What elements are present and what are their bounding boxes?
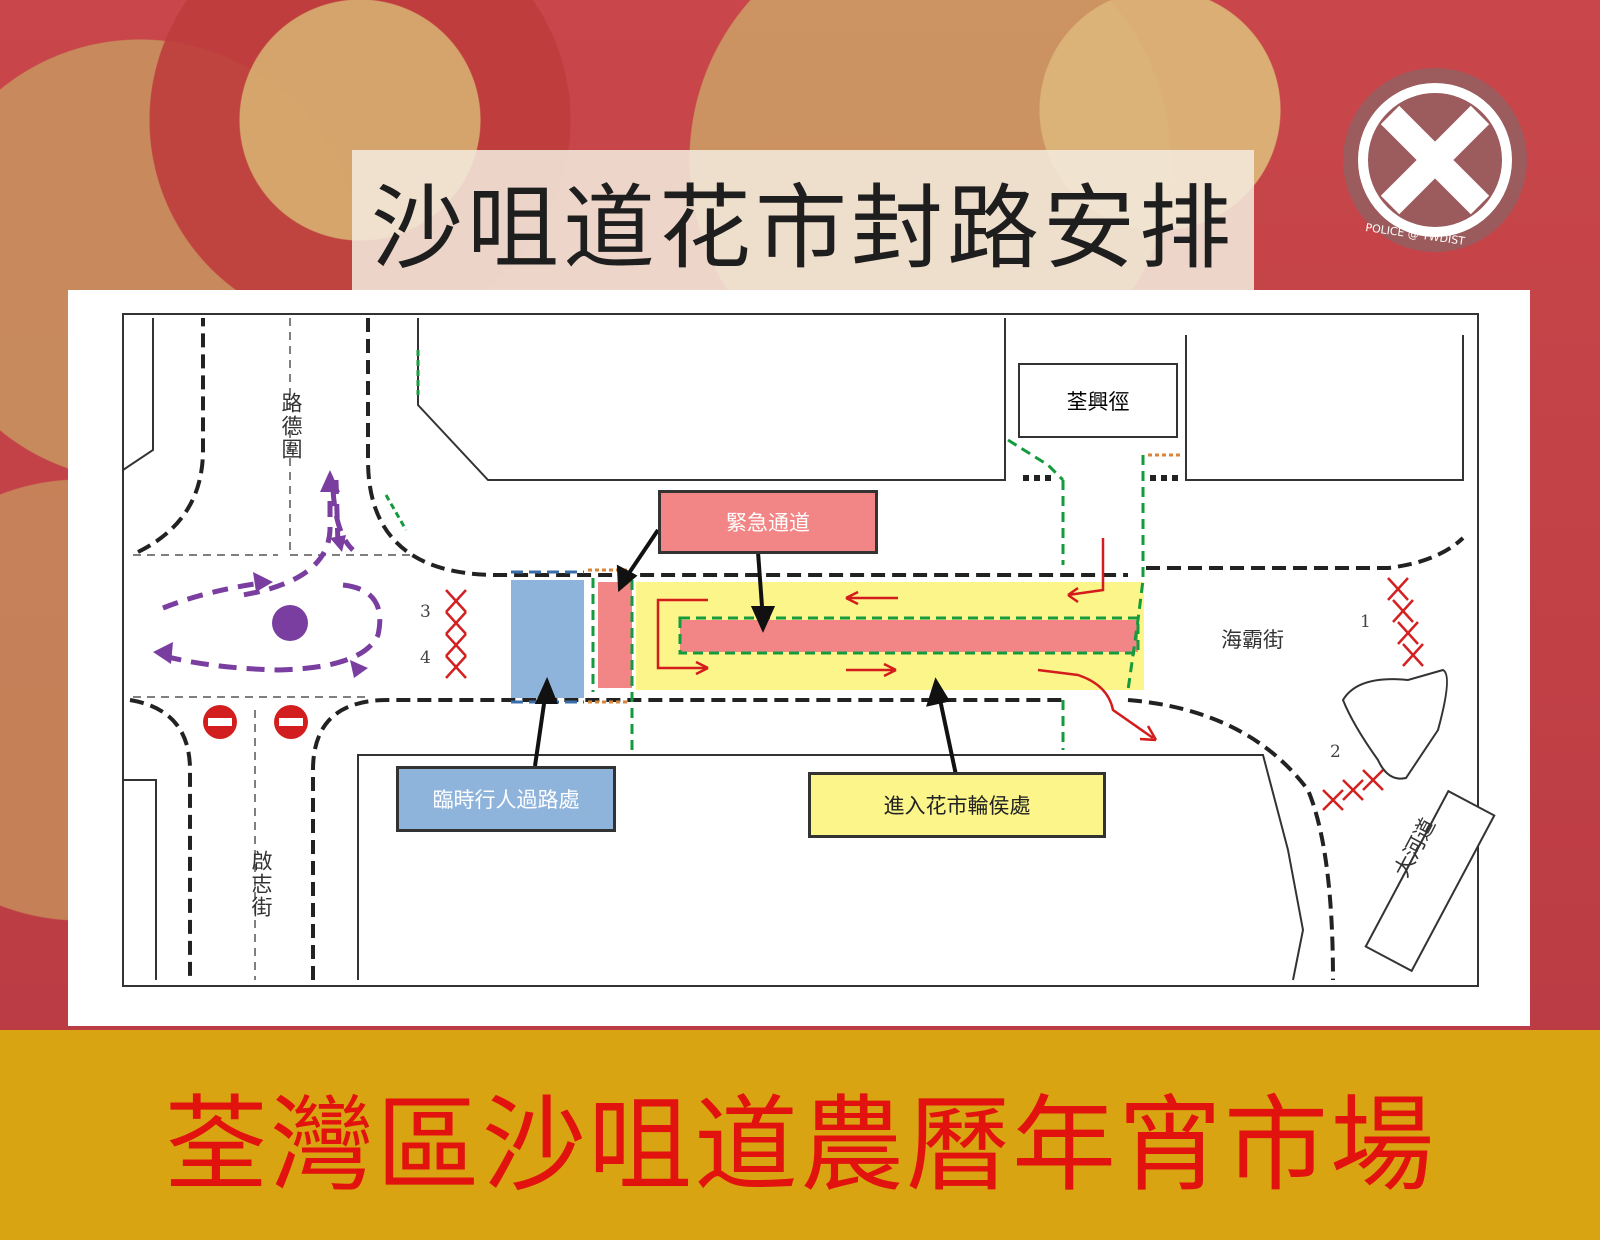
barrier-number-1: 1 [1360, 612, 1371, 632]
callout-emergency-access: 緊急通道 [658, 490, 878, 554]
street-label-kai-chi-street: 啟志街 [249, 850, 273, 919]
roundabout-marker [272, 605, 308, 641]
curb-north-east [1146, 536, 1465, 570]
building-north-east [1185, 335, 1464, 481]
building-south-center [357, 754, 1305, 981]
street-label-hoi-pa-street: 海霸街 [1221, 628, 1284, 652]
callout-temp-pedestrian-crossing: 臨時行人過路處 [396, 766, 616, 832]
curb-sw [129, 698, 192, 980]
barrier-number-4: 4 [420, 648, 431, 668]
tai-ho-road-box [1364, 789, 1496, 973]
road-closure-map: 路德圍 啟志街 荃興徑 海霸街 大河道 緊急通道 臨時行人過路處 進入花市輪侯處… [68, 290, 1530, 1026]
fence-east [1126, 455, 1145, 691]
curb-south-east [1127, 698, 1335, 981]
logo-emblem-icon [1343, 68, 1527, 252]
barrier-2 [1322, 769, 1384, 811]
barrier-3-4 [445, 589, 467, 679]
callout-arrows [533, 528, 958, 776]
no-entry-icon [274, 705, 308, 739]
traffic-island [1341, 668, 1448, 780]
curb-south [311, 698, 1068, 980]
building-north-center [417, 318, 1006, 481]
map-border [122, 313, 1479, 987]
map-drawing [122, 313, 1496, 987]
footer-banner: 荃灣區沙咀道農曆年宵市場 [0, 1030, 1600, 1240]
no-entry-icon [203, 705, 237, 739]
footer-title: 荃灣區沙咀道農曆年宵市場 [163, 1083, 1436, 1206]
emergency-access-west [598, 582, 632, 688]
traffic-flow-arrows [656, 538, 1158, 742]
inner-fence [678, 616, 1140, 655]
street-label-tsuen-hing-path: 荃興徑 [1018, 363, 1178, 438]
page-title: 沙咀道花市封路安排 [370, 174, 1235, 282]
emergency-access-center [680, 620, 1138, 652]
callout-queue-area: 進入花市輪侯處 [808, 772, 1106, 838]
street-label-lo-tak-court: 路德圍 [279, 392, 303, 461]
building-south-west [123, 779, 157, 980]
curb-north [366, 318, 1128, 577]
curb-nw [137, 318, 205, 554]
title-banner: 沙咀道花市封路安排 [352, 150, 1254, 290]
barrier-number-3: 3 [420, 602, 431, 622]
building-north-west [122, 318, 154, 471]
barrier-number-2: 2 [1330, 742, 1341, 762]
police-twdist-logo: POLICE @ TWDIST [1335, 60, 1535, 260]
barrier-1 [1387, 577, 1424, 667]
